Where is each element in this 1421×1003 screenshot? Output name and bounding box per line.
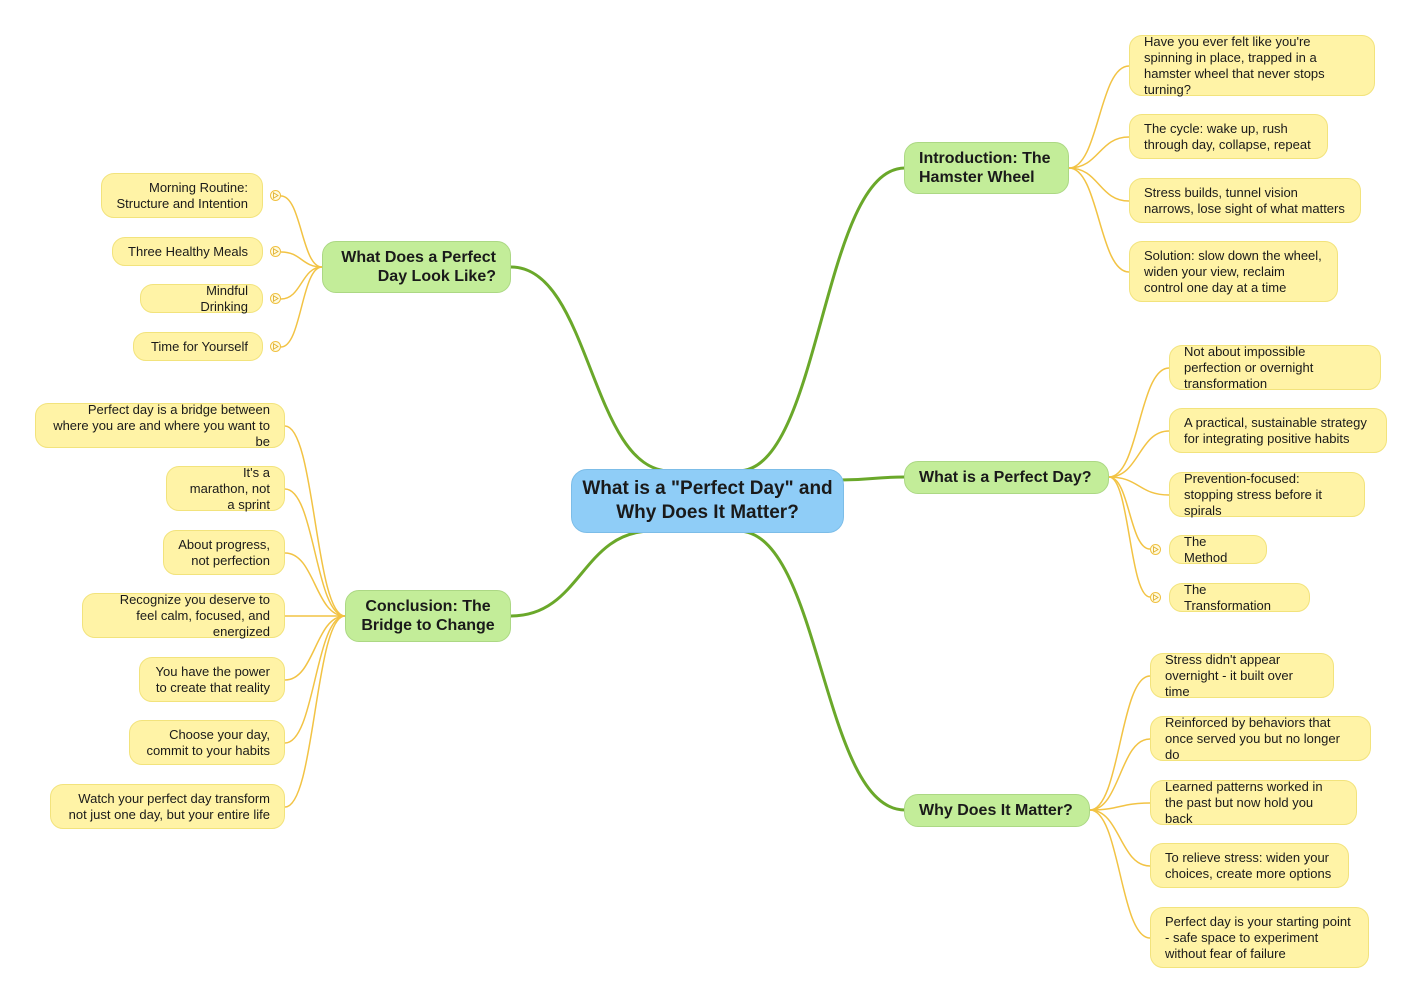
leaf-conclusion-6[interactable]: Choose your day, commit to your habits (129, 720, 285, 765)
leaf-connector (1089, 675, 1151, 811)
leaf-connector (284, 615, 346, 681)
branch-connector (737, 529, 906, 812)
leaf-connector (1089, 809, 1151, 939)
leaf-conclusion-4[interactable]: Recognize you deserve to feel calm, focu… (82, 592, 285, 639)
expand-marker-icon[interactable] (1150, 544, 1161, 555)
leaf-connector (1068, 167, 1130, 202)
leaf-look-morning-routine[interactable]: Morning Routine: Structure and Intention (101, 173, 263, 218)
leaf-connector (280, 266, 323, 300)
leaf-look-drinking[interactable]: Mindful Drinking (140, 283, 263, 314)
leaf-why-3[interactable]: Learned patterns worked in the past but … (1150, 779, 1357, 826)
branch-connector (510, 529, 653, 618)
central-topic[interactable]: What is a "Perfect Day" and Why Does It … (571, 469, 844, 533)
leaf-connector (1108, 476, 1170, 496)
expand-marker-icon[interactable] (270, 246, 281, 257)
expand-marker-icon[interactable] (270, 190, 281, 201)
leaf-conclusion-5[interactable]: You have the power to create that realit… (139, 657, 285, 702)
leaf-intro-2[interactable]: The cycle: wake up, rush through day, co… (1129, 114, 1328, 159)
leaf-conclusion-3[interactable]: About progress, not perfection (163, 530, 285, 575)
leaf-whatis-transformation[interactable]: The Transformation (1169, 582, 1310, 613)
leaf-connector (1108, 476, 1151, 550)
leaf-whatis-2[interactable]: A practical, sustainable strategy for in… (1169, 408, 1387, 453)
leaf-connector (284, 615, 346, 744)
branch-connector (510, 265, 671, 473)
leaf-connector (284, 615, 346, 808)
expand-marker-icon[interactable] (1150, 592, 1161, 603)
leaf-connector (1089, 809, 1151, 867)
leaf-conclusion-1[interactable]: Perfect day is a bridge between where yo… (35, 402, 285, 449)
branch-introduction[interactable]: Introduction: The Hamster Wheel (904, 142, 1069, 194)
leaf-conclusion-7[interactable]: Watch your perfect day transform not jus… (50, 784, 285, 829)
leaf-look-meals[interactable]: Three Healthy Meals (112, 237, 263, 266)
leaf-why-5[interactable]: Perfect day is your starting point - saf… (1150, 907, 1369, 968)
leaf-intro-3[interactable]: Stress builds, tunnel vision narrows, lo… (1129, 178, 1361, 223)
leaf-intro-4[interactable]: Solution: slow down the wheel, widen you… (1129, 241, 1338, 302)
leaf-whatis-method[interactable]: The Method (1169, 534, 1267, 565)
leaf-why-2[interactable]: Reinforced by behaviors that once served… (1150, 715, 1371, 762)
leaf-connector (1108, 367, 1170, 478)
leaf-connector (1089, 738, 1151, 811)
leaf-connector (1068, 136, 1130, 169)
leaf-connector (280, 251, 323, 268)
leaf-connector (284, 552, 346, 617)
leaf-conclusion-2[interactable]: It's a marathon, not a sprint (166, 465, 285, 512)
leaf-connector (1108, 430, 1170, 478)
branch-conclusion[interactable]: Conclusion: The Bridge to Change (345, 590, 511, 642)
branch-why-matter[interactable]: Why Does It Matter? (904, 794, 1090, 827)
leaf-whatis-3[interactable]: Prevention-focused: stopping stress befo… (1169, 471, 1365, 518)
leaf-look-time[interactable]: Time for Yourself (133, 332, 263, 361)
expand-marker-icon[interactable] (270, 341, 281, 352)
leaf-connector (1108, 476, 1151, 598)
leaf-connector (1068, 167, 1130, 273)
leaf-why-4[interactable]: To relieve stress: widen your choices, c… (1150, 843, 1349, 888)
leaf-whatis-1[interactable]: Not about impossible perfection or overn… (1169, 344, 1381, 391)
leaf-intro-1[interactable]: Have you ever felt like you're spinning … (1129, 34, 1375, 97)
leaf-connector (280, 266, 323, 348)
branch-what-is-perfect-day[interactable]: What is a Perfect Day? (904, 461, 1109, 494)
leaf-why-1[interactable]: Stress didn't appear overnight - it buil… (1150, 652, 1334, 699)
leaf-connector (280, 195, 323, 268)
branch-connector (839, 475, 906, 482)
leaf-connector (284, 488, 346, 617)
leaf-connector (1068, 65, 1130, 169)
branch-perfect-day-look-like[interactable]: What Does a Perfect Day Look Like? (322, 241, 511, 293)
leaf-connector (1089, 802, 1151, 811)
branch-connector (737, 166, 906, 473)
leaf-connector (284, 425, 346, 617)
expand-marker-icon[interactable] (270, 293, 281, 304)
